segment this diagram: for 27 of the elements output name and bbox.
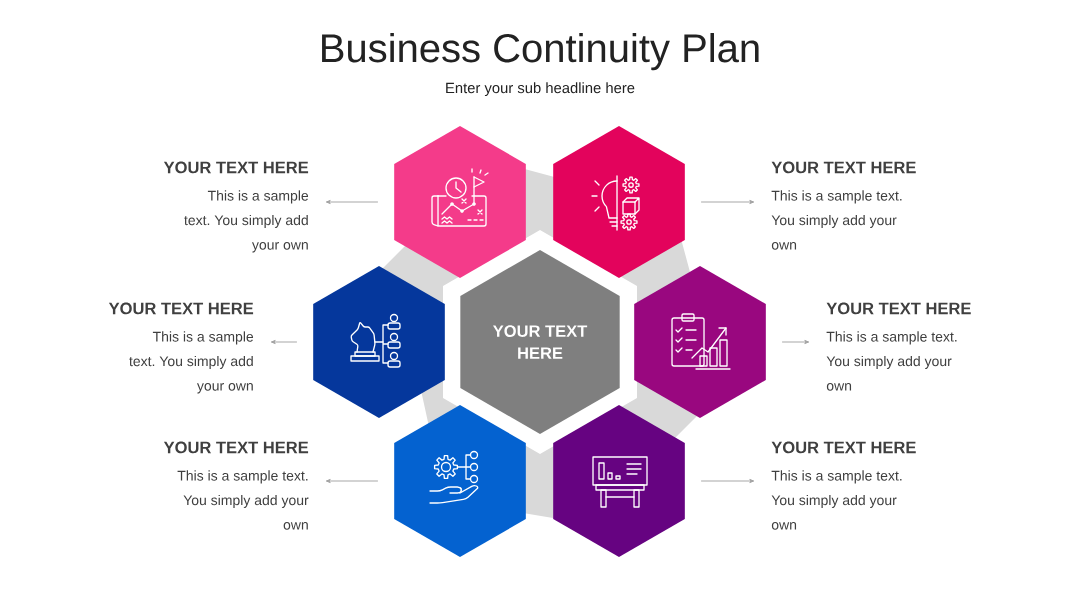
arrow bbox=[325, 478, 379, 484]
hexagon bbox=[553, 126, 685, 278]
hexagon bbox=[313, 266, 445, 418]
description: This is a sample text. You simply add your own bbox=[177, 470, 309, 530]
description: This is a sample text. You simply add your own bbox=[129, 331, 254, 394]
description: This is a sample text. You simply add your own bbox=[771, 190, 902, 250]
hexagon bbox=[553, 405, 685, 557]
heading: YOUR TEXT HERE bbox=[108, 302, 254, 315]
hexagon bbox=[394, 126, 526, 278]
arrow bbox=[270, 339, 298, 345]
description: This is a sample text. You simply add your own bbox=[184, 190, 309, 253]
arrow bbox=[700, 478, 755, 484]
arrow bbox=[700, 199, 755, 205]
arrow bbox=[781, 339, 810, 345]
heading: YOUR TEXT HERE bbox=[771, 161, 916, 174]
heading: YOUR TEXT HERE bbox=[163, 441, 309, 454]
hexagon bbox=[634, 266, 766, 418]
arrow bbox=[325, 199, 379, 205]
hexagon bbox=[394, 405, 526, 557]
description: This is a sample text. You simply add your own bbox=[771, 470, 902, 530]
description: This is a sample text. You simply add your own bbox=[826, 331, 957, 391]
heading: YOUR TEXT HERE bbox=[826, 302, 971, 315]
heading: YOUR TEXT HERE bbox=[163, 161, 309, 174]
heading: YOUR TEXT HERE bbox=[771, 441, 916, 454]
subtitle: Enter your sub headline here bbox=[446, 82, 635, 97]
title: Business Continuity Plan bbox=[322, 33, 759, 71]
hexagon: YOUR TEXT HERE bbox=[460, 250, 620, 434]
